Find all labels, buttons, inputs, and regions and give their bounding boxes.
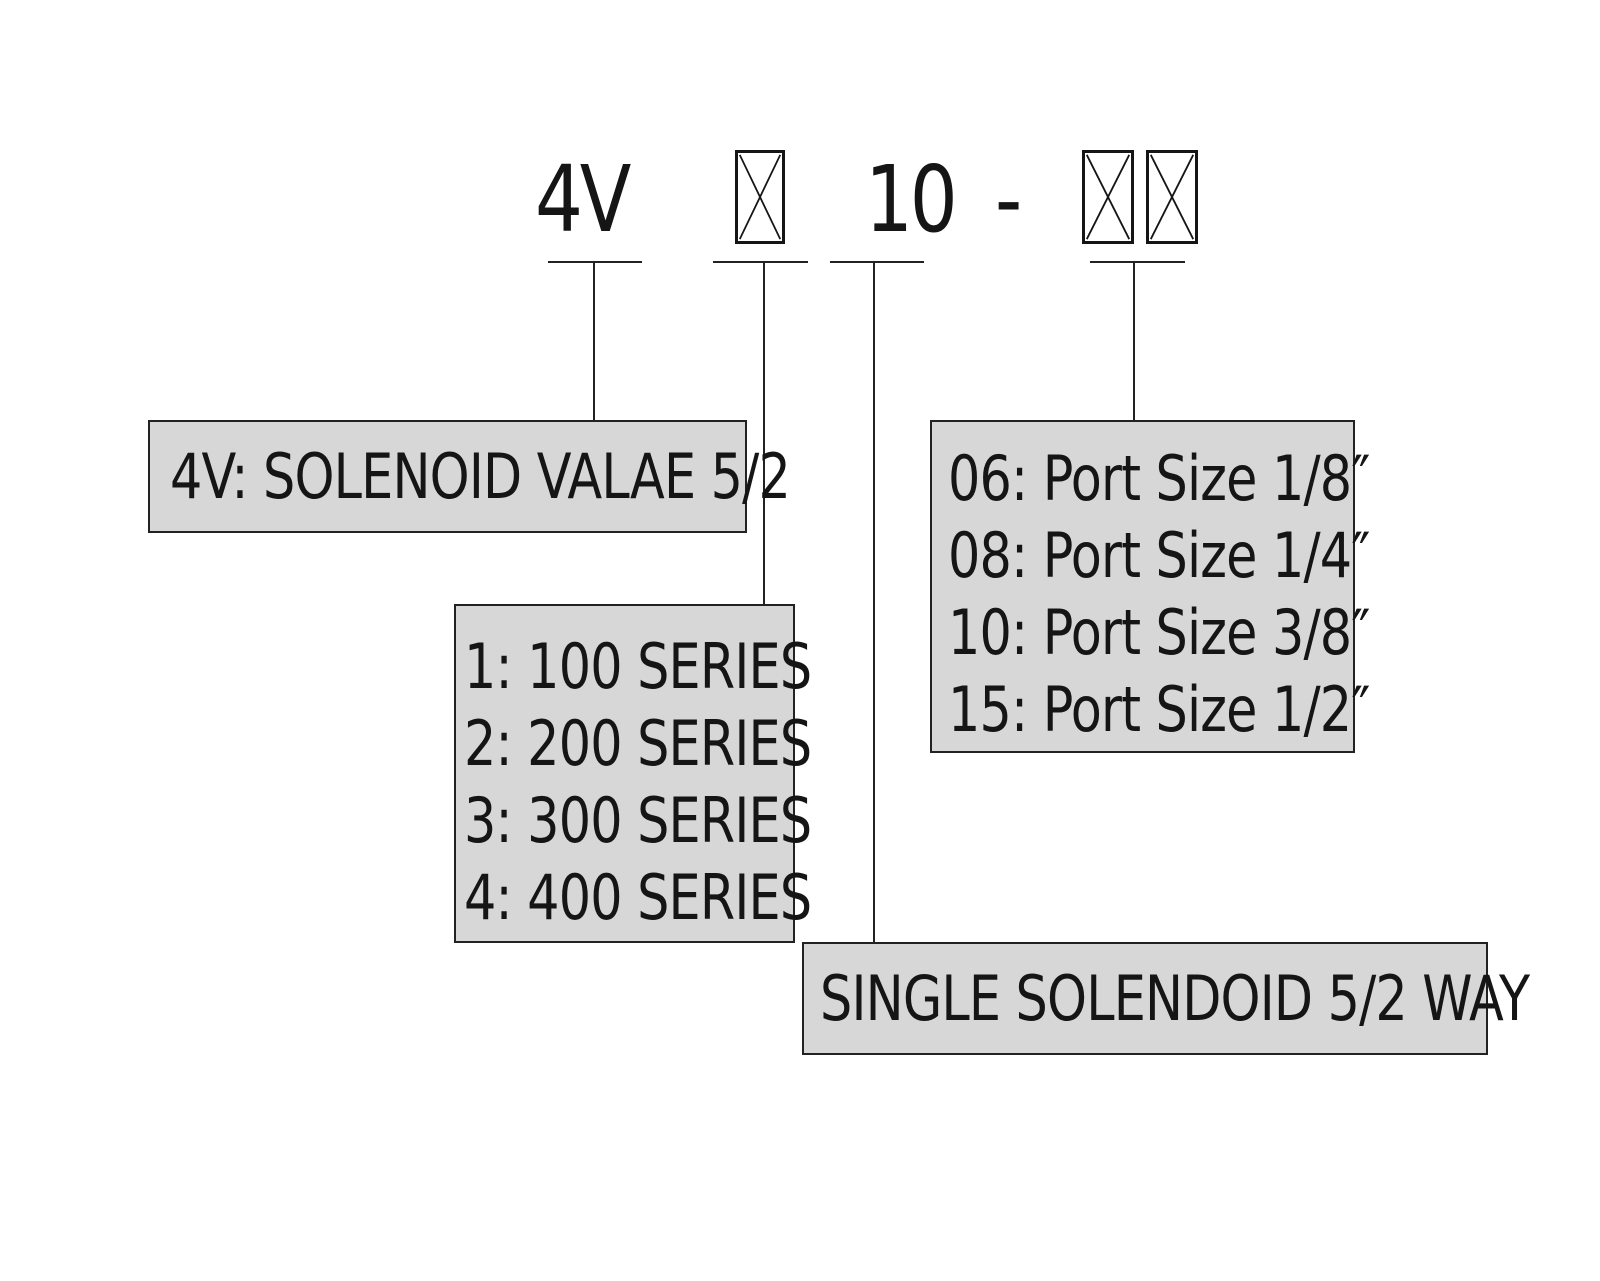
type-description-box: 4V: SOLENOID VALAE 5/2 <box>148 420 791 533</box>
series-option-4: 4: 400 SERIES <box>464 861 812 934</box>
cross-icon <box>738 154 782 240</box>
code-prefix: 4V <box>535 146 631 253</box>
port-option-08: 08: Port Size 1/4″ <box>948 519 1370 592</box>
port-placeholder-box-2 <box>1146 150 1198 244</box>
connector-prefix <box>593 262 595 420</box>
code-number: 10 <box>865 146 958 253</box>
cross-icon <box>1149 154 1195 240</box>
series-description-box: 1: 100 SERIES 2: 200 SERIES 3: 300 SERIE… <box>454 604 812 943</box>
underline-port <box>1090 261 1185 263</box>
connector-port <box>1133 262 1135 420</box>
underline-series <box>713 261 808 263</box>
port-description-box: 06: Port Size 1/8″ 08: Port Size 1/4″ 10… <box>930 420 1370 753</box>
connector-function <box>873 262 875 942</box>
type-description: 4V: SOLENOID VALAE 5/2 <box>170 440 791 513</box>
code-dash: - <box>995 146 1022 253</box>
connector-series <box>763 262 765 604</box>
underline-function <box>830 261 924 263</box>
series-option-2: 2: 200 SERIES <box>464 707 812 780</box>
port-option-06: 06: Port Size 1/8″ <box>948 442 1370 515</box>
series-option-1: 1: 100 SERIES <box>464 630 812 703</box>
port-placeholder-box-1 <box>1082 150 1134 244</box>
series-placeholder-box <box>735 150 785 244</box>
underline-prefix <box>548 261 642 263</box>
function-description-box: SINGLE SOLENDOID 5/2 WAY <box>802 942 1530 1055</box>
function-description: SINGLE SOLENDOID 5/2 WAY <box>820 962 1530 1035</box>
series-option-3: 3: 300 SERIES <box>464 784 812 857</box>
cross-icon <box>1085 154 1131 240</box>
port-option-15: 15: Port Size 1/2″ <box>948 673 1370 746</box>
port-option-10: 10: Port Size 3/8″ <box>948 596 1370 669</box>
